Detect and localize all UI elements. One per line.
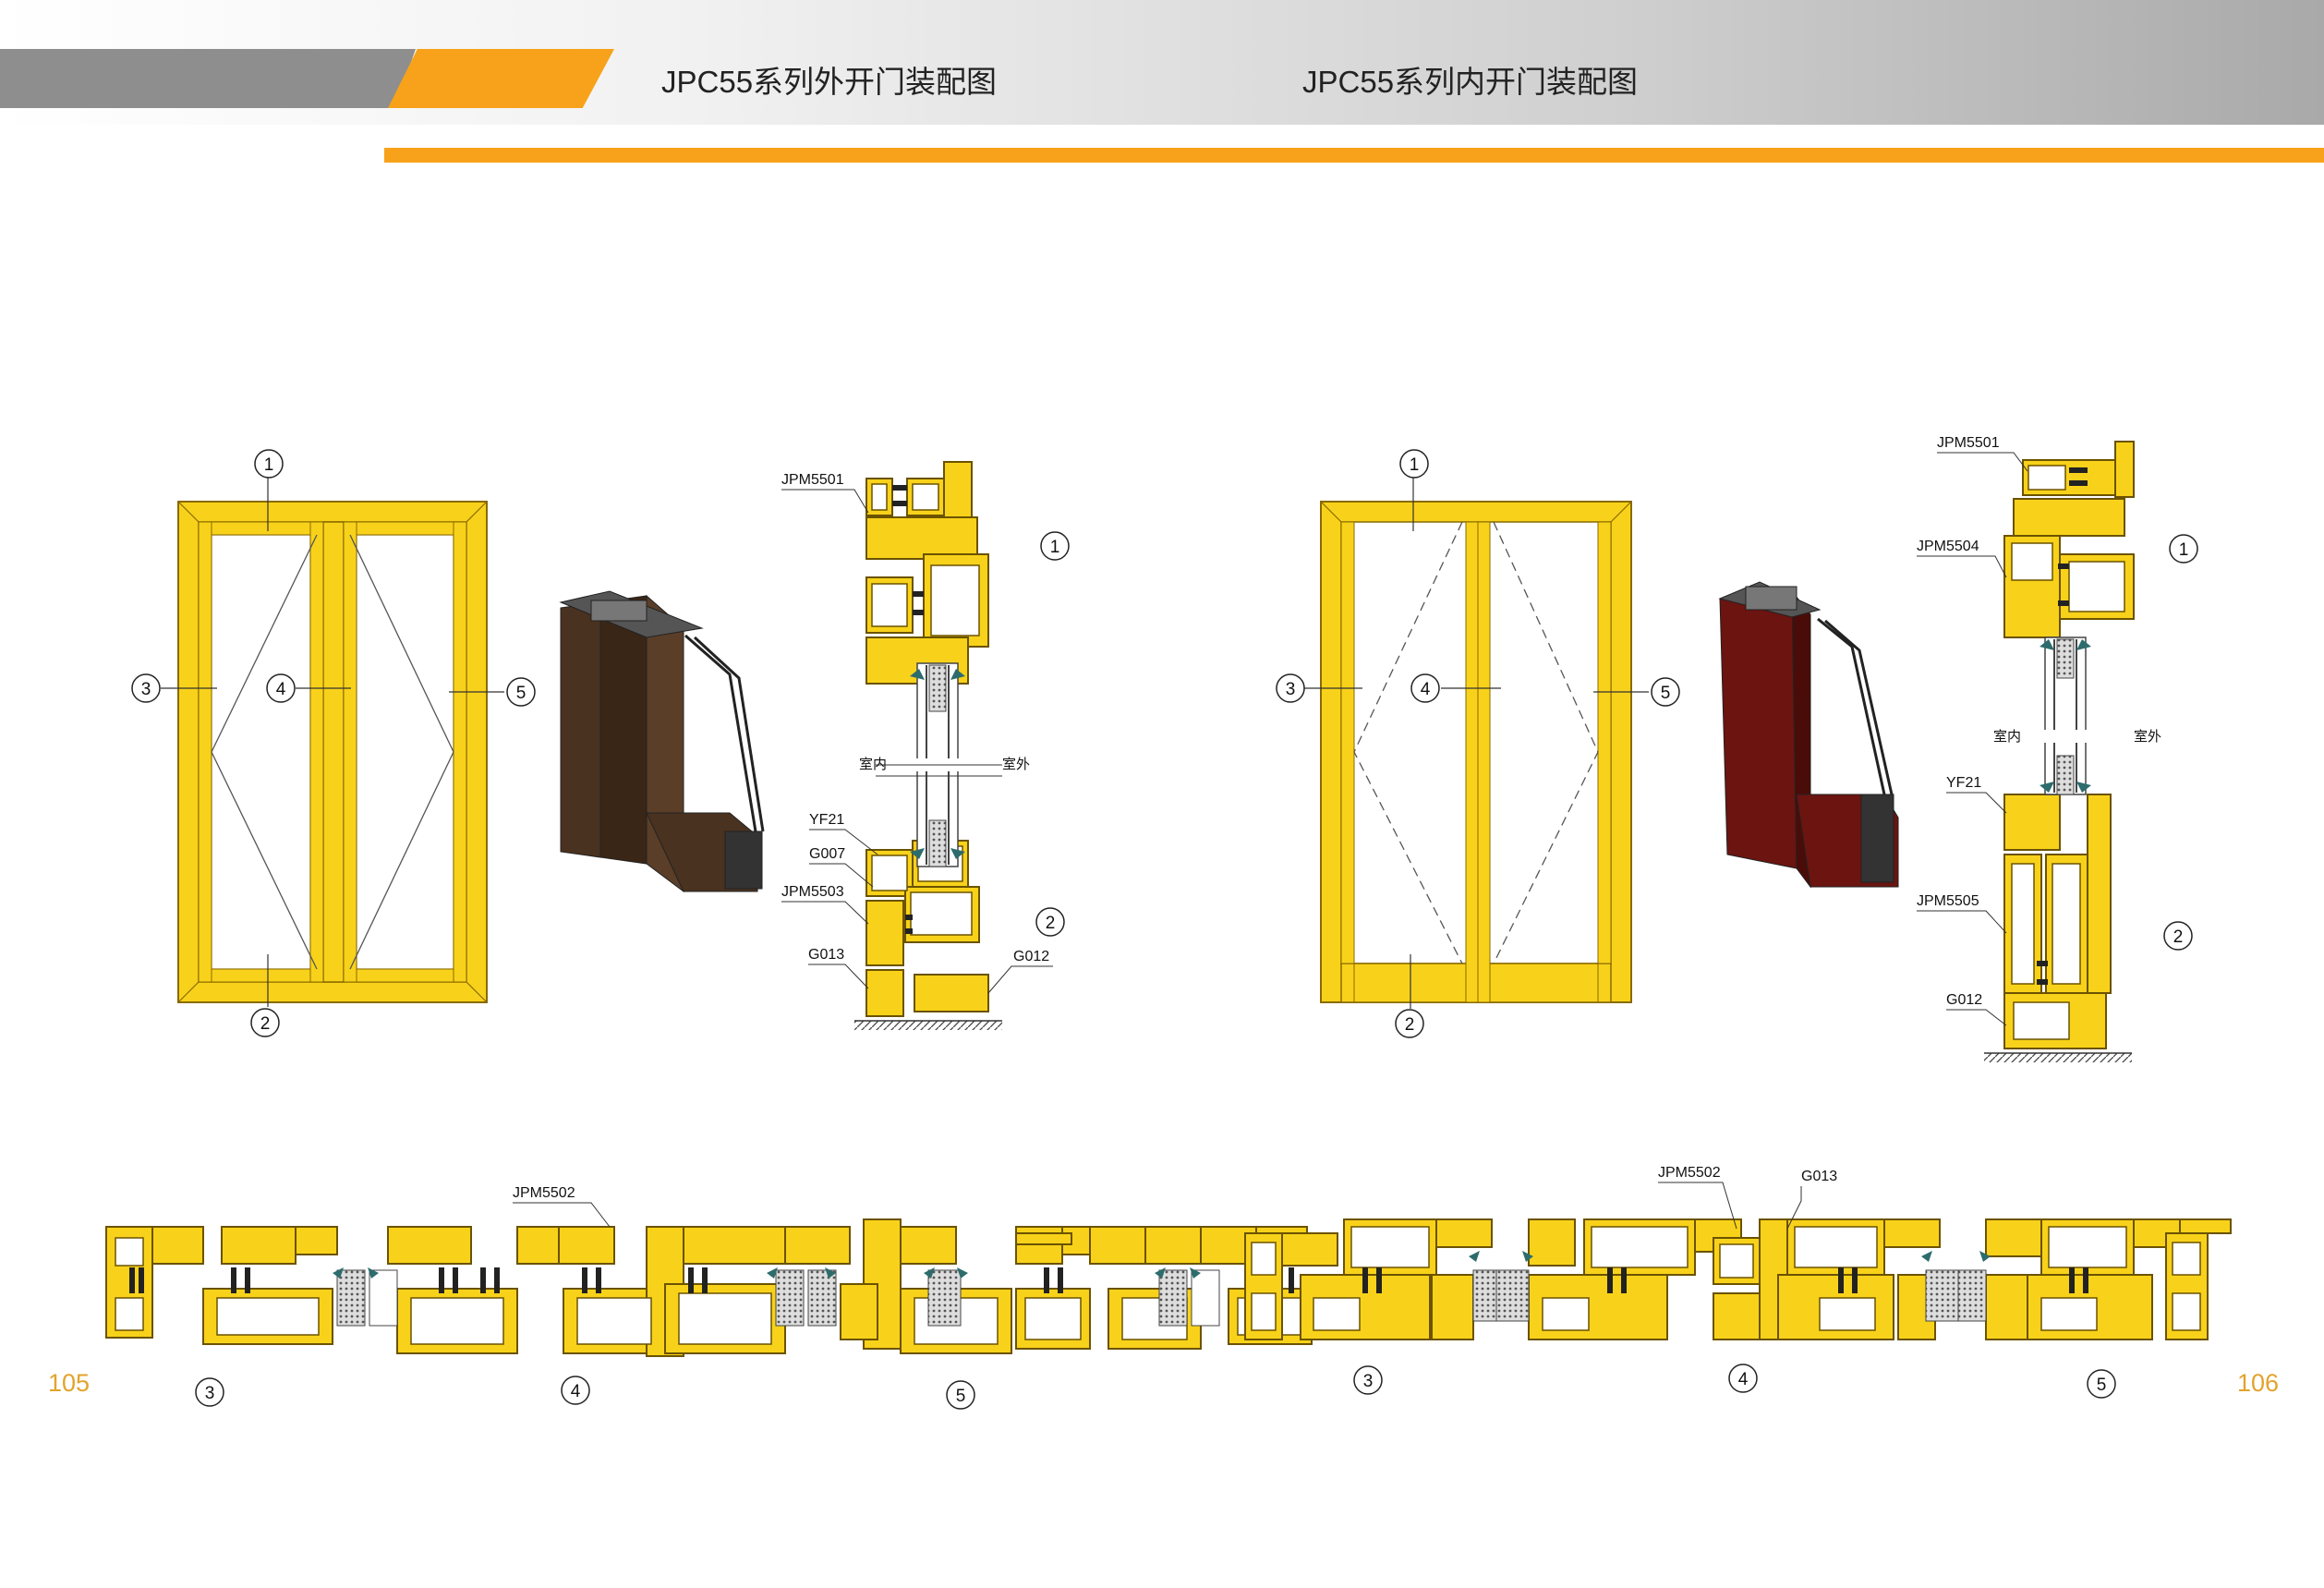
label-JPM5502-right: JPM5502 — [1658, 1165, 1721, 1181]
callout-2-text: 2 — [260, 1014, 271, 1034]
callout-3 — [131, 673, 161, 703]
rh-callout-5-text: 5 — [2097, 1376, 2107, 1395]
label-G007: G007 — [809, 846, 845, 862]
header-orange-tab — [388, 49, 614, 108]
rh-callout-4-text: 4 — [1738, 1370, 1749, 1389]
label-G013: G013 — [808, 947, 844, 963]
label-JPM5505: JPM5505 — [1917, 893, 1979, 909]
callout-5 — [506, 677, 536, 707]
h-callout-5 — [946, 1380, 975, 1410]
left-elevation-callouts: 1 2 3 4 5 — [131, 449, 536, 1037]
header-orange-rule — [384, 148, 2324, 163]
label-JPM5504: JPM5504 — [1917, 539, 1979, 554]
label-YF21: YF21 — [809, 812, 844, 828]
h-callout-4 — [561, 1376, 590, 1405]
header-gray-bar — [0, 49, 416, 108]
label-YF21-right: YF21 — [1946, 775, 1981, 791]
page-title-right: JPC55系列内开门装配图 — [1302, 65, 1639, 99]
r-callout-3-text: 3 — [1286, 680, 1296, 699]
left-horizontal-section: JPM5502 3 4 5 — [105, 1185, 1313, 1410]
rh-callout-3-text: 3 — [1363, 1372, 1374, 1391]
h-callout-4-text: 4 — [571, 1382, 581, 1401]
label-G012: G012 — [1013, 949, 1049, 964]
left-3d-corner-sample — [559, 590, 765, 892]
page-number-right: 106 — [2237, 1369, 2280, 1397]
r-callout-5-text: 5 — [1661, 684, 1671, 703]
right-horizontal-section: JPM5502 G013 3 4 5 — [1244, 1165, 2232, 1399]
page-number-left: 105 — [48, 1369, 91, 1397]
label-G013-right: G013 — [1801, 1169, 1837, 1184]
callout-1-text: 1 — [264, 455, 274, 475]
callout-1 — [254, 449, 284, 479]
right-elevation-callouts: 1 2 3 4 5 — [1276, 449, 1680, 1038]
h-callout-3 — [195, 1377, 224, 1407]
section-callout-1-text: 1 — [1050, 538, 1060, 557]
h-callout-3-text: 3 — [205, 1384, 215, 1403]
h-callout-5-text: 5 — [956, 1387, 966, 1406]
indoor-label: 室内 — [859, 756, 887, 772]
left-vertical-section: 室内 室外 JPM5501 YF21 G007 JPM5503 G013 G01… — [781, 461, 1070, 1030]
section-callout-2 — [1035, 907, 1065, 937]
label-G012-right: G012 — [1946, 992, 1982, 1008]
callout-4-text: 4 — [276, 680, 286, 699]
callout-3-text: 3 — [141, 680, 151, 699]
left-door-elevation — [161, 478, 504, 1007]
right-vertical-section: 室内 室外 JPM5501 JPM5504 YF21 JPM5505 G012 … — [1917, 435, 2198, 1062]
right-3d-corner-sample — [1718, 581, 1899, 889]
label-JPM5503: JPM5503 — [781, 884, 844, 900]
r-callout-4-text: 4 — [1421, 680, 1431, 699]
right-door-elevation — [1304, 478, 1649, 1009]
outdoor-label: 室外 — [1002, 756, 1030, 772]
section-callout-1 — [1040, 531, 1070, 561]
r-section-callout-2-text: 2 — [2173, 927, 2184, 947]
callout-4 — [266, 673, 296, 703]
label-JPM5501-right: JPM5501 — [1937, 435, 2000, 451]
page-title-left: JPC55系列外开门装配图 — [661, 65, 998, 99]
label-JPM5501: JPM5501 — [781, 472, 844, 488]
r-callout-1-text: 1 — [1410, 455, 1420, 475]
outdoor-label-right: 室外 — [2134, 728, 2161, 745]
callout-2 — [250, 1008, 280, 1037]
r-section-callout-1-text: 1 — [2179, 540, 2189, 560]
callout-5-text: 5 — [516, 684, 527, 703]
indoor-label-right: 室内 — [1993, 728, 2021, 745]
section-callout-2-text: 2 — [1046, 914, 1056, 933]
r-callout-2-text: 2 — [1405, 1015, 1415, 1035]
label-JPM5502-left: JPM5502 — [513, 1185, 575, 1201]
